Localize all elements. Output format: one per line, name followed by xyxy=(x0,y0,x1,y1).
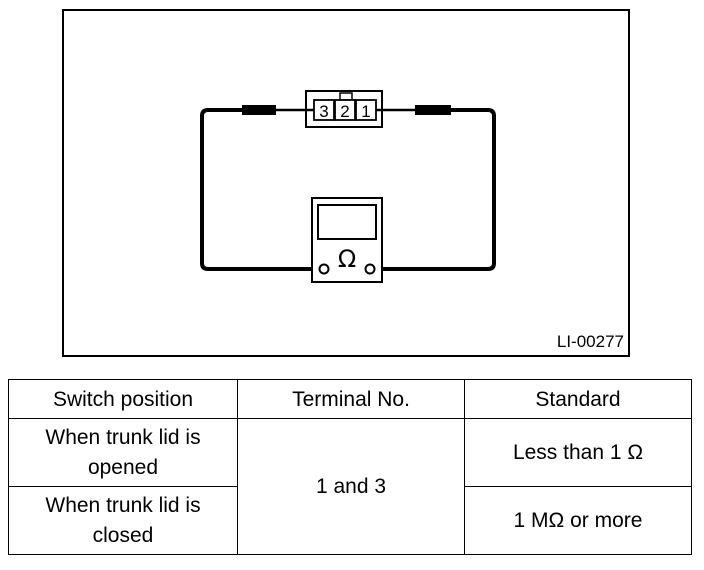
diagram-frame: 3 2 1 Ω LI-00277 xyxy=(62,9,630,357)
table-header-row: Switch position Terminal No. Standard xyxy=(8,378,692,420)
figure-id: LI-00277 xyxy=(556,332,624,351)
spec-table: Switch position Terminal No. Standard Wh… xyxy=(8,378,692,555)
ohmmeter-display xyxy=(317,204,377,240)
cell-position-opened: When trunk lid is opened xyxy=(8,418,238,488)
ohmmeter-terminal-right xyxy=(364,263,376,275)
cell-standard-opened: Less than 1 Ω xyxy=(464,418,692,488)
connector-latch xyxy=(339,92,353,101)
probe-lead-left xyxy=(200,108,316,271)
probe-lead-right xyxy=(374,108,496,271)
connector-pin-label-2: 2 xyxy=(340,102,349,121)
header-terminal-no: Terminal No. xyxy=(237,378,465,420)
table-row: When trunk lid is closed 1 MΩ or more xyxy=(8,486,692,555)
ohm-symbol: Ω xyxy=(338,245,356,273)
connector-pin-label-3: 3 xyxy=(319,102,328,121)
probe-tip-left xyxy=(242,105,276,115)
connector-pin-label-1: 1 xyxy=(361,102,370,121)
cell-terminal: 1 and 3 xyxy=(237,418,465,555)
connector-pin-box-2 xyxy=(334,99,356,121)
ohmmeter-terminal-left xyxy=(318,263,330,275)
cell-standard-closed: 1 MΩ or more xyxy=(464,486,692,555)
table-row: When trunk lid is opened 1 and 3 Less th… xyxy=(8,418,692,555)
probe-tip-right xyxy=(415,105,451,115)
circuit-diagram: 3 2 1 Ω xyxy=(200,90,496,283)
cell-position-closed: When trunk lid is closed xyxy=(8,486,238,555)
header-switch-position: Switch position xyxy=(8,378,238,420)
header-standard: Standard xyxy=(464,378,692,420)
